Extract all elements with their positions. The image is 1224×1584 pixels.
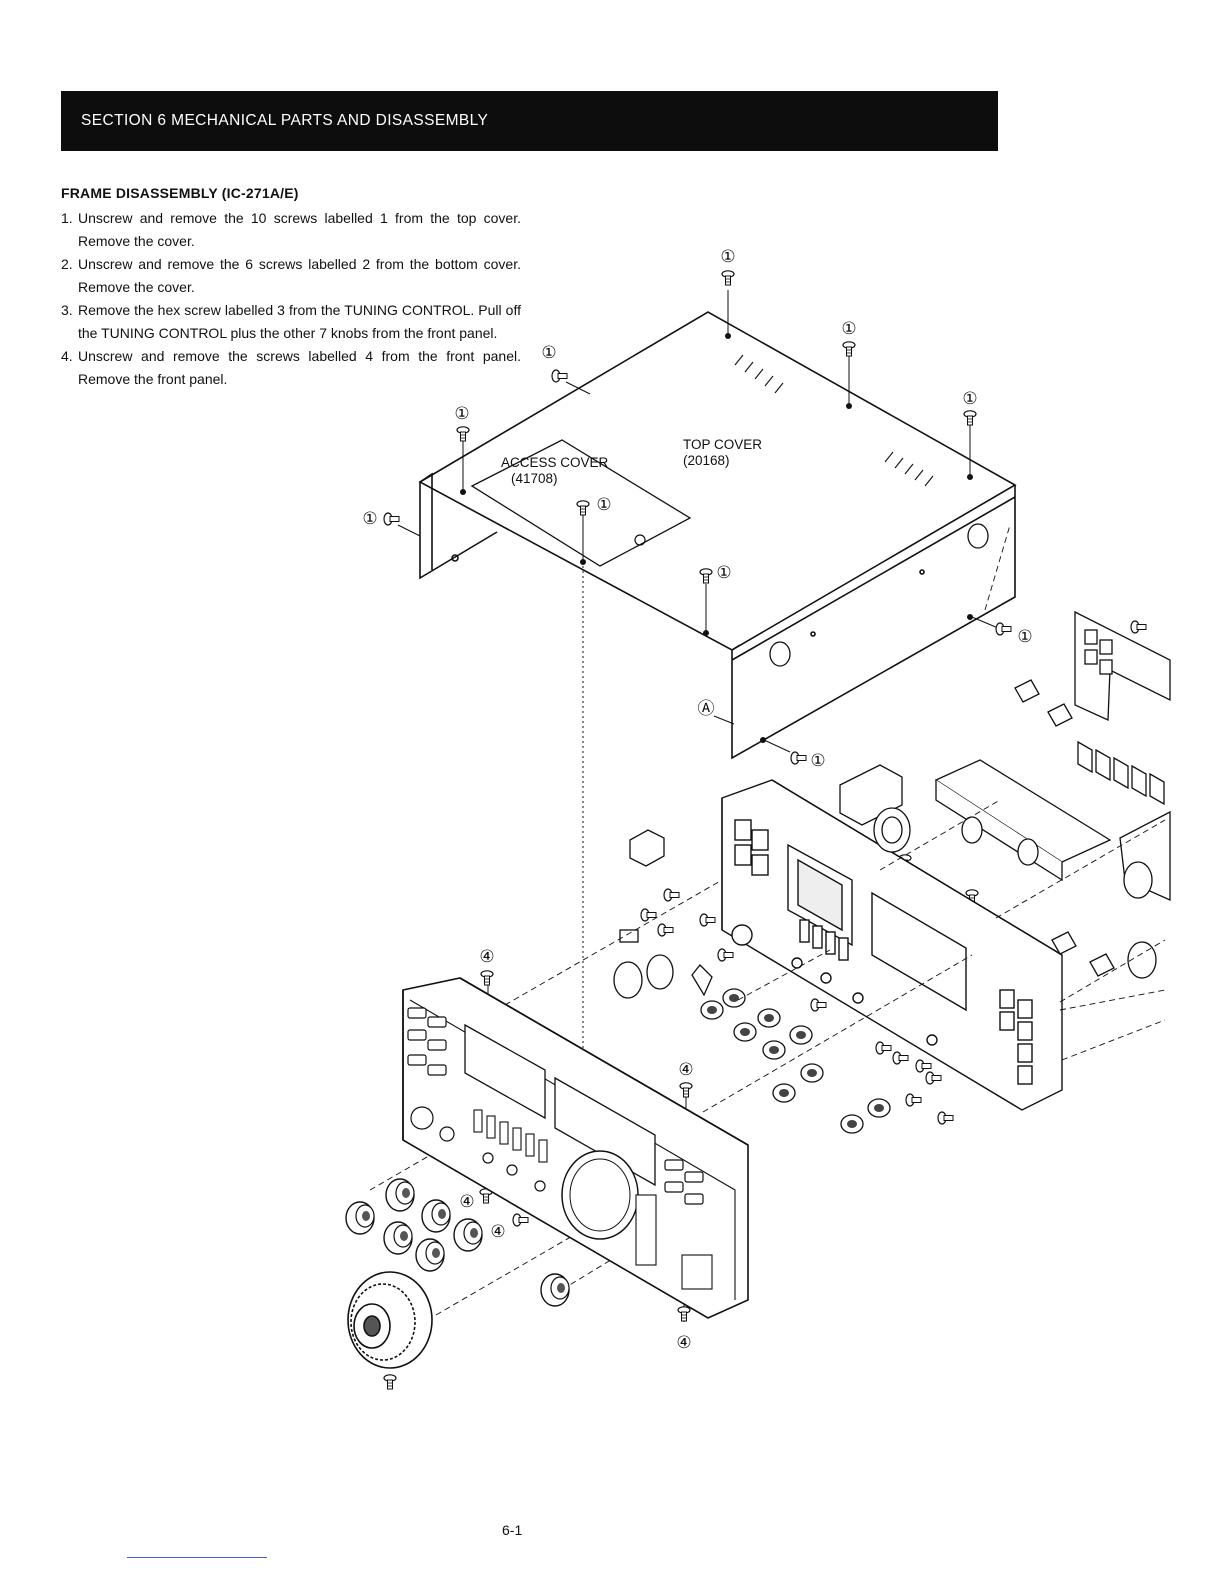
marker-4: ④ (459, 1192, 474, 1212)
step-number: 2. (61, 256, 73, 272)
marker-1: ① (841, 319, 856, 339)
part-markers: ① ① ① ① ① ① ① ① ① ① Ⓐ ④ ④ ④ ④ ④ (362, 247, 1032, 1353)
step-text: Unscrew and remove the 6 screws labelled… (78, 256, 521, 295)
marker-4: ④ (490, 1222, 505, 1242)
step-text: Unscrew and remove the 10 screws labelle… (78, 210, 521, 249)
front-panel (402, 977, 749, 1319)
marker-1: ① (716, 563, 731, 583)
step-item: 3. Remove the hex screw labelled 3 from t… (61, 299, 521, 345)
subtitle: FRAME DISASSEMBLY (IC-271A/E) (61, 185, 299, 201)
marker-1: ① (596, 495, 611, 515)
marker-1: ① (454, 404, 469, 424)
chassis-components (613, 764, 1157, 999)
page-number: 6-1 (502, 1522, 523, 1538)
cover-screw-holes (460, 333, 973, 743)
leader-lines (397, 290, 999, 1322)
section-title: SECTION 6 MECHANICAL PARTS AND DISASSEMB… (81, 112, 489, 129)
top-cover-label: TOP COVER (683, 437, 762, 452)
step-item: 4. Unscrew and remove the screws labelled… (61, 345, 521, 391)
marker-4: ④ (479, 947, 494, 967)
marker-4: ④ (678, 1060, 693, 1080)
marker-1: ① (720, 247, 735, 267)
step-item: 1. Unscrew and remove the 10 screws label… (61, 207, 521, 253)
tuning-control-knob (347, 1271, 433, 1369)
instructions: FRAME DISASSEMBLY (IC-271A/E) 1. Unscrew … (61, 185, 521, 391)
step-text: Unscrew and remove the screws labelled 4… (78, 348, 521, 387)
section-header: SECTION 6 MECHANICAL PARTS AND DISASSEMB… (61, 91, 998, 151)
steps-list: 1. Unscrew and remove the 10 screws label… (61, 207, 521, 391)
step-number: 4. (61, 348, 73, 364)
step-number: 3. (61, 302, 73, 318)
chassis-frame (721, 779, 1063, 1111)
marker-4: ④ (676, 1333, 691, 1353)
marker-1: ① (962, 389, 977, 409)
marker-1: ① (810, 751, 825, 771)
marker-1: ① (541, 343, 556, 363)
cover-labels: TOP COVER (20168) ACCESS COVER (41708) (501, 437, 762, 486)
access-cover-label: ACCESS COVER (501, 455, 609, 470)
top-cover (418, 311, 1017, 760)
top-cover-part-number: (20168) (683, 453, 730, 468)
marker-1: ① (1017, 627, 1032, 647)
access-cover-part-number: (41708) (511, 471, 558, 486)
step-item: 2. Unscrew and remove the 6 screws labell… (61, 253, 521, 299)
footer-link-underline (127, 1557, 267, 1558)
step-number: 1. (61, 210, 73, 226)
marker-a: Ⓐ (698, 699, 715, 719)
marker-1: ① (362, 509, 377, 529)
step-text: Remove the hex screw labelled 3 from the… (78, 302, 521, 341)
